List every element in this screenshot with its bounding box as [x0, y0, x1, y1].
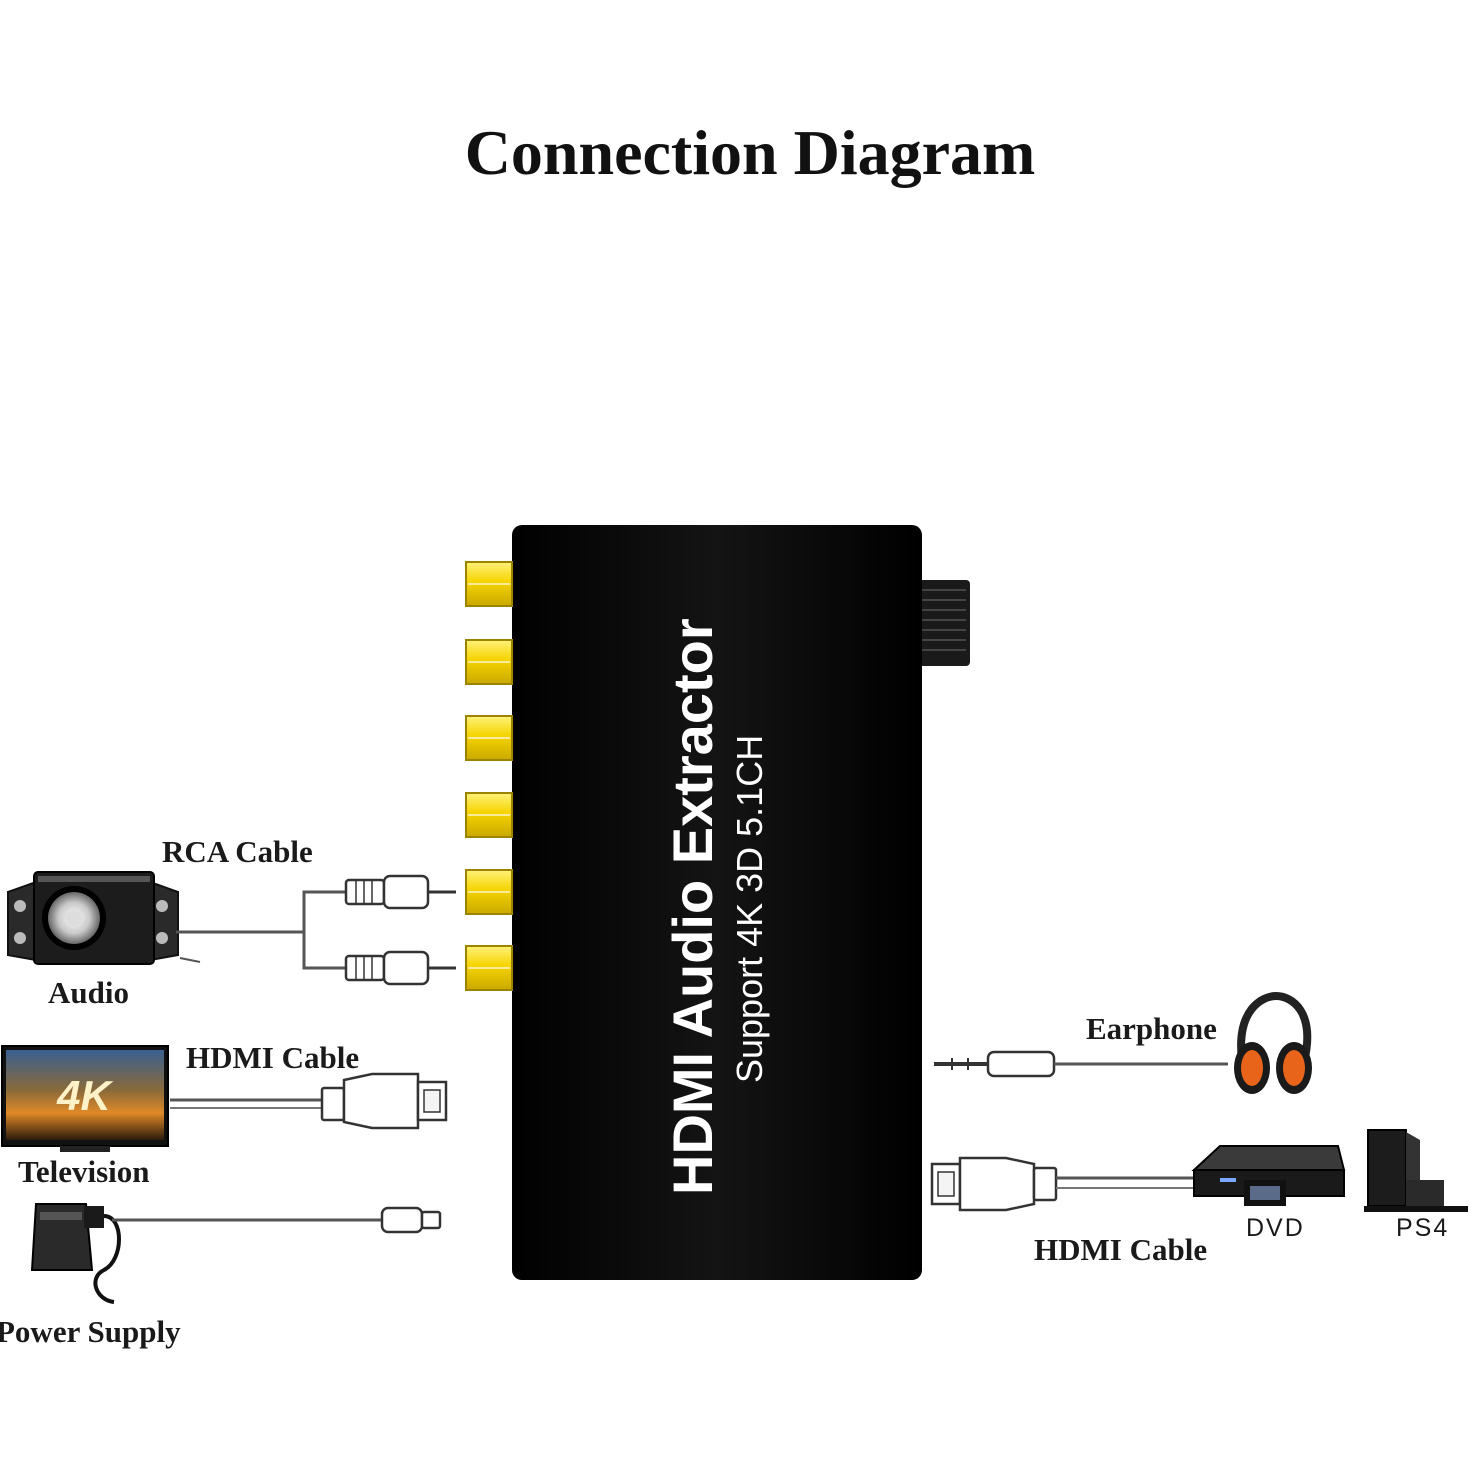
- dvd-player-icon: [1191, 1145, 1346, 1206]
- rca-plug: [344, 874, 456, 910]
- rca-port: [465, 945, 513, 991]
- television-icon: 4K: [1, 1045, 169, 1152]
- rca-ports: [465, 561, 513, 991]
- hdmi-cable-left-label: HDMI Cable: [186, 1040, 359, 1075]
- hdmi-cable-left: [170, 1072, 448, 1130]
- power-adapter-icon: [30, 1203, 121, 1304]
- rca-plug: [344, 950, 456, 986]
- rca-port: [465, 715, 513, 761]
- hdmi-audio-extractor-device: HDMI Audio Extractor Support 4K 3D 5.1CH: [465, 525, 970, 1280]
- rca-cable-label: RCA Cable: [162, 834, 313, 869]
- earphone-label: Earphone: [1086, 1011, 1217, 1046]
- ps4-console-icon: [1364, 1129, 1468, 1212]
- hdmi-cable-right-label: HDMI Cable: [1034, 1232, 1207, 1267]
- headphone-jack-cable: [934, 1050, 1228, 1078]
- page-title: Connection Diagram: [465, 117, 1036, 188]
- television-label: Television: [18, 1154, 150, 1189]
- dvd-label: DVD: [1246, 1214, 1305, 1242]
- power-cable: [112, 1206, 442, 1234]
- device-subtitle: Support 4K 3D 5.1CH: [729, 735, 770, 1083]
- speaker-icon: [7, 871, 201, 965]
- hdmi-cable-right: [930, 1156, 1196, 1212]
- device-name: HDMI Audio Extractor: [661, 618, 724, 1195]
- rca-port: [465, 561, 513, 607]
- rca-port: [465, 792, 513, 838]
- device-body: [512, 525, 922, 1280]
- ps4-label: PS4: [1396, 1214, 1449, 1242]
- headphones-icon: [1234, 991, 1312, 1094]
- power-supply-label: Power Supply: [0, 1314, 181, 1349]
- audio-label: Audio: [48, 975, 129, 1010]
- rca-port: [465, 869, 513, 915]
- volume-knob: [918, 580, 970, 666]
- rca-cable: [176, 874, 456, 986]
- rca-port: [465, 639, 513, 685]
- tv-screen-text: 4K: [56, 1072, 113, 1119]
